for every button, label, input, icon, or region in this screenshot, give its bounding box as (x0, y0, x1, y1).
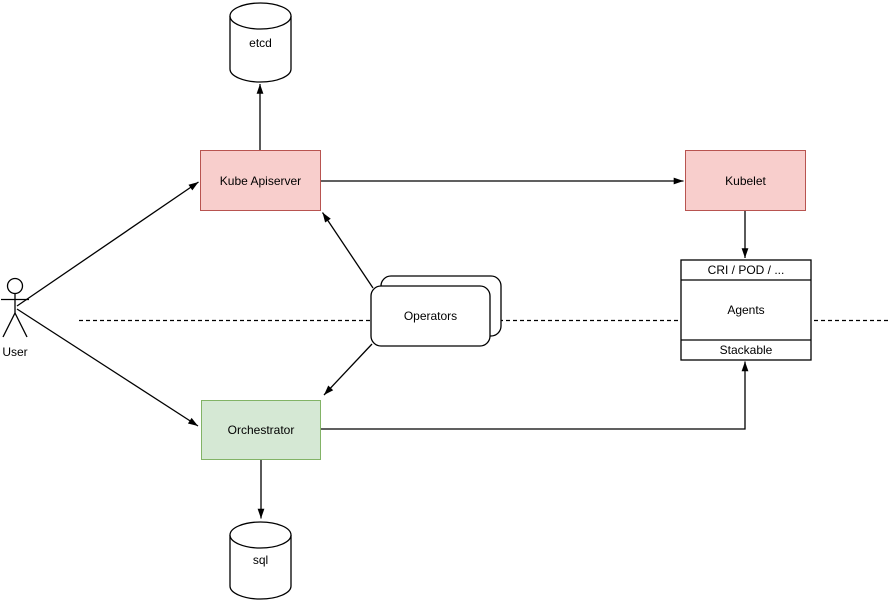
sql-cylinder[interactable] (229, 521, 292, 600)
edge-user-to-kube-apiserver (16, 181, 199, 307)
kube-apiserver-label: Kube Apiserver (219, 173, 302, 188)
edge-orchestrator-to-stackable (321, 361, 749, 430)
edge-operators-to-kube-apiserver (321, 212, 374, 289)
kube-apiserver-node[interactable]: Kube Apiserver (200, 150, 321, 211)
user-actor[interactable] (1, 277, 29, 338)
kubelet-label: Kubelet (725, 173, 766, 188)
operators-node[interactable] (370, 275, 502, 347)
orchestrator-node[interactable]: Orchestrator (201, 400, 321, 460)
agents-node[interactable] (680, 259, 812, 361)
orchestrator-label: Orchestrator (227, 423, 295, 437)
edge-user-to-orchestrator (16, 308, 199, 427)
kubelet-node[interactable]: Kubelet (685, 150, 806, 211)
edge-operators-to-orchestrator (323, 343, 373, 396)
etcd-cylinder[interactable] (229, 2, 292, 83)
